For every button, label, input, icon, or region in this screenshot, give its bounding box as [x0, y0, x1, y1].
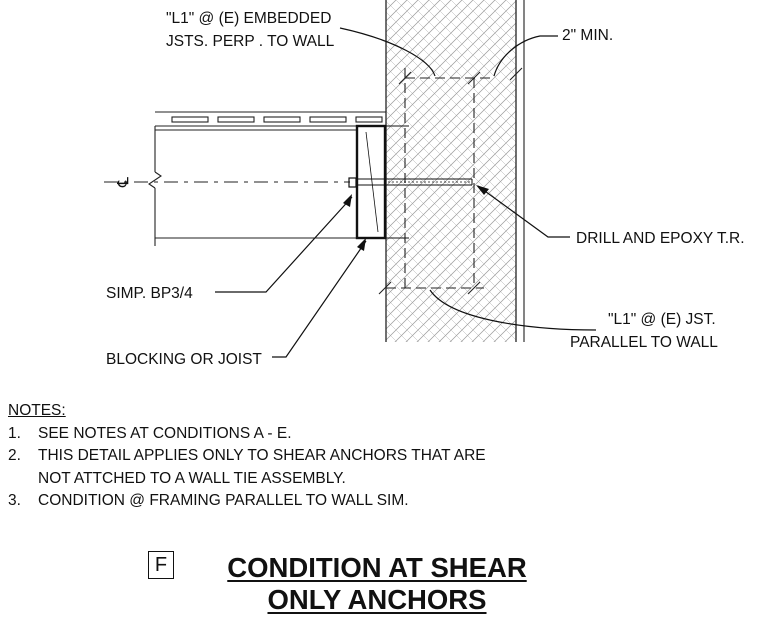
label-parallel-joist-line2: PARALLEL TO WALL [570, 334, 718, 351]
label-drill-epoxy: DRILL AND EPOXY T.R. [576, 230, 745, 247]
embedded-joist-pocket [378, 67, 523, 295]
label-min-cover: 2" MIN. [562, 27, 613, 44]
blocking-member [355, 124, 409, 240]
note-number: 2. [8, 447, 21, 464]
note-item: 1. SEE NOTES AT CONDITIONS A - E. [8, 423, 486, 446]
notes-header: NOTES: [8, 402, 66, 419]
centerline-symbol: ℄ [116, 176, 133, 188]
detail-title-line2: ONLY ANCHORS [267, 584, 487, 615]
note-text: SEE NOTES AT CONDITIONS A - E. [38, 424, 292, 442]
note-text-continued: NOT ATTCHED TO A WALL TIE ASSEMBLY. [38, 469, 346, 487]
joist [148, 126, 358, 246]
label-simpson-plate: SIMP. BP3/4 [106, 285, 193, 302]
note-number: 1. [8, 424, 21, 442]
note-text: CONDITION @ FRAMING PARALLEL TO WALL SIM… [38, 492, 409, 509]
masonry-wall [385, 0, 525, 342]
label-embedded-joists-line2: JSTS. PERP . TO WALL [166, 33, 335, 50]
label-blocking: BLOCKING OR JOIST [106, 351, 262, 368]
label-parallel-joist-line1: "L1" @ (E) JST. [608, 311, 716, 328]
floor-deck [155, 111, 386, 127]
note-item: 2. THIS DETAIL APPLIES ONLY TO SHEAR ANC… [8, 445, 486, 468]
note-number: 3. [8, 492, 21, 509]
label-embedded-joists-line1: "L1" @ (E) EMBEDDED [166, 10, 331, 27]
detail-title: CONDITION AT SHEAR ONLY ANCHORS [214, 552, 540, 616]
note-text: THIS DETAIL APPLIES ONLY TO SHEAR ANCHOR… [38, 447, 486, 464]
notes-block: NOTES: 1. SEE NOTES AT CONDITIONS A - E.… [8, 400, 486, 513]
leader-lines [215, 27, 597, 358]
anchor-bolt [348, 177, 473, 188]
detail-tag: F [148, 551, 174, 579]
detail-title-line1: CONDITION AT SHEAR [227, 552, 527, 583]
note-item: 3. CONDITION @ FRAMING PARALLEL TO WALL … [8, 490, 486, 513]
